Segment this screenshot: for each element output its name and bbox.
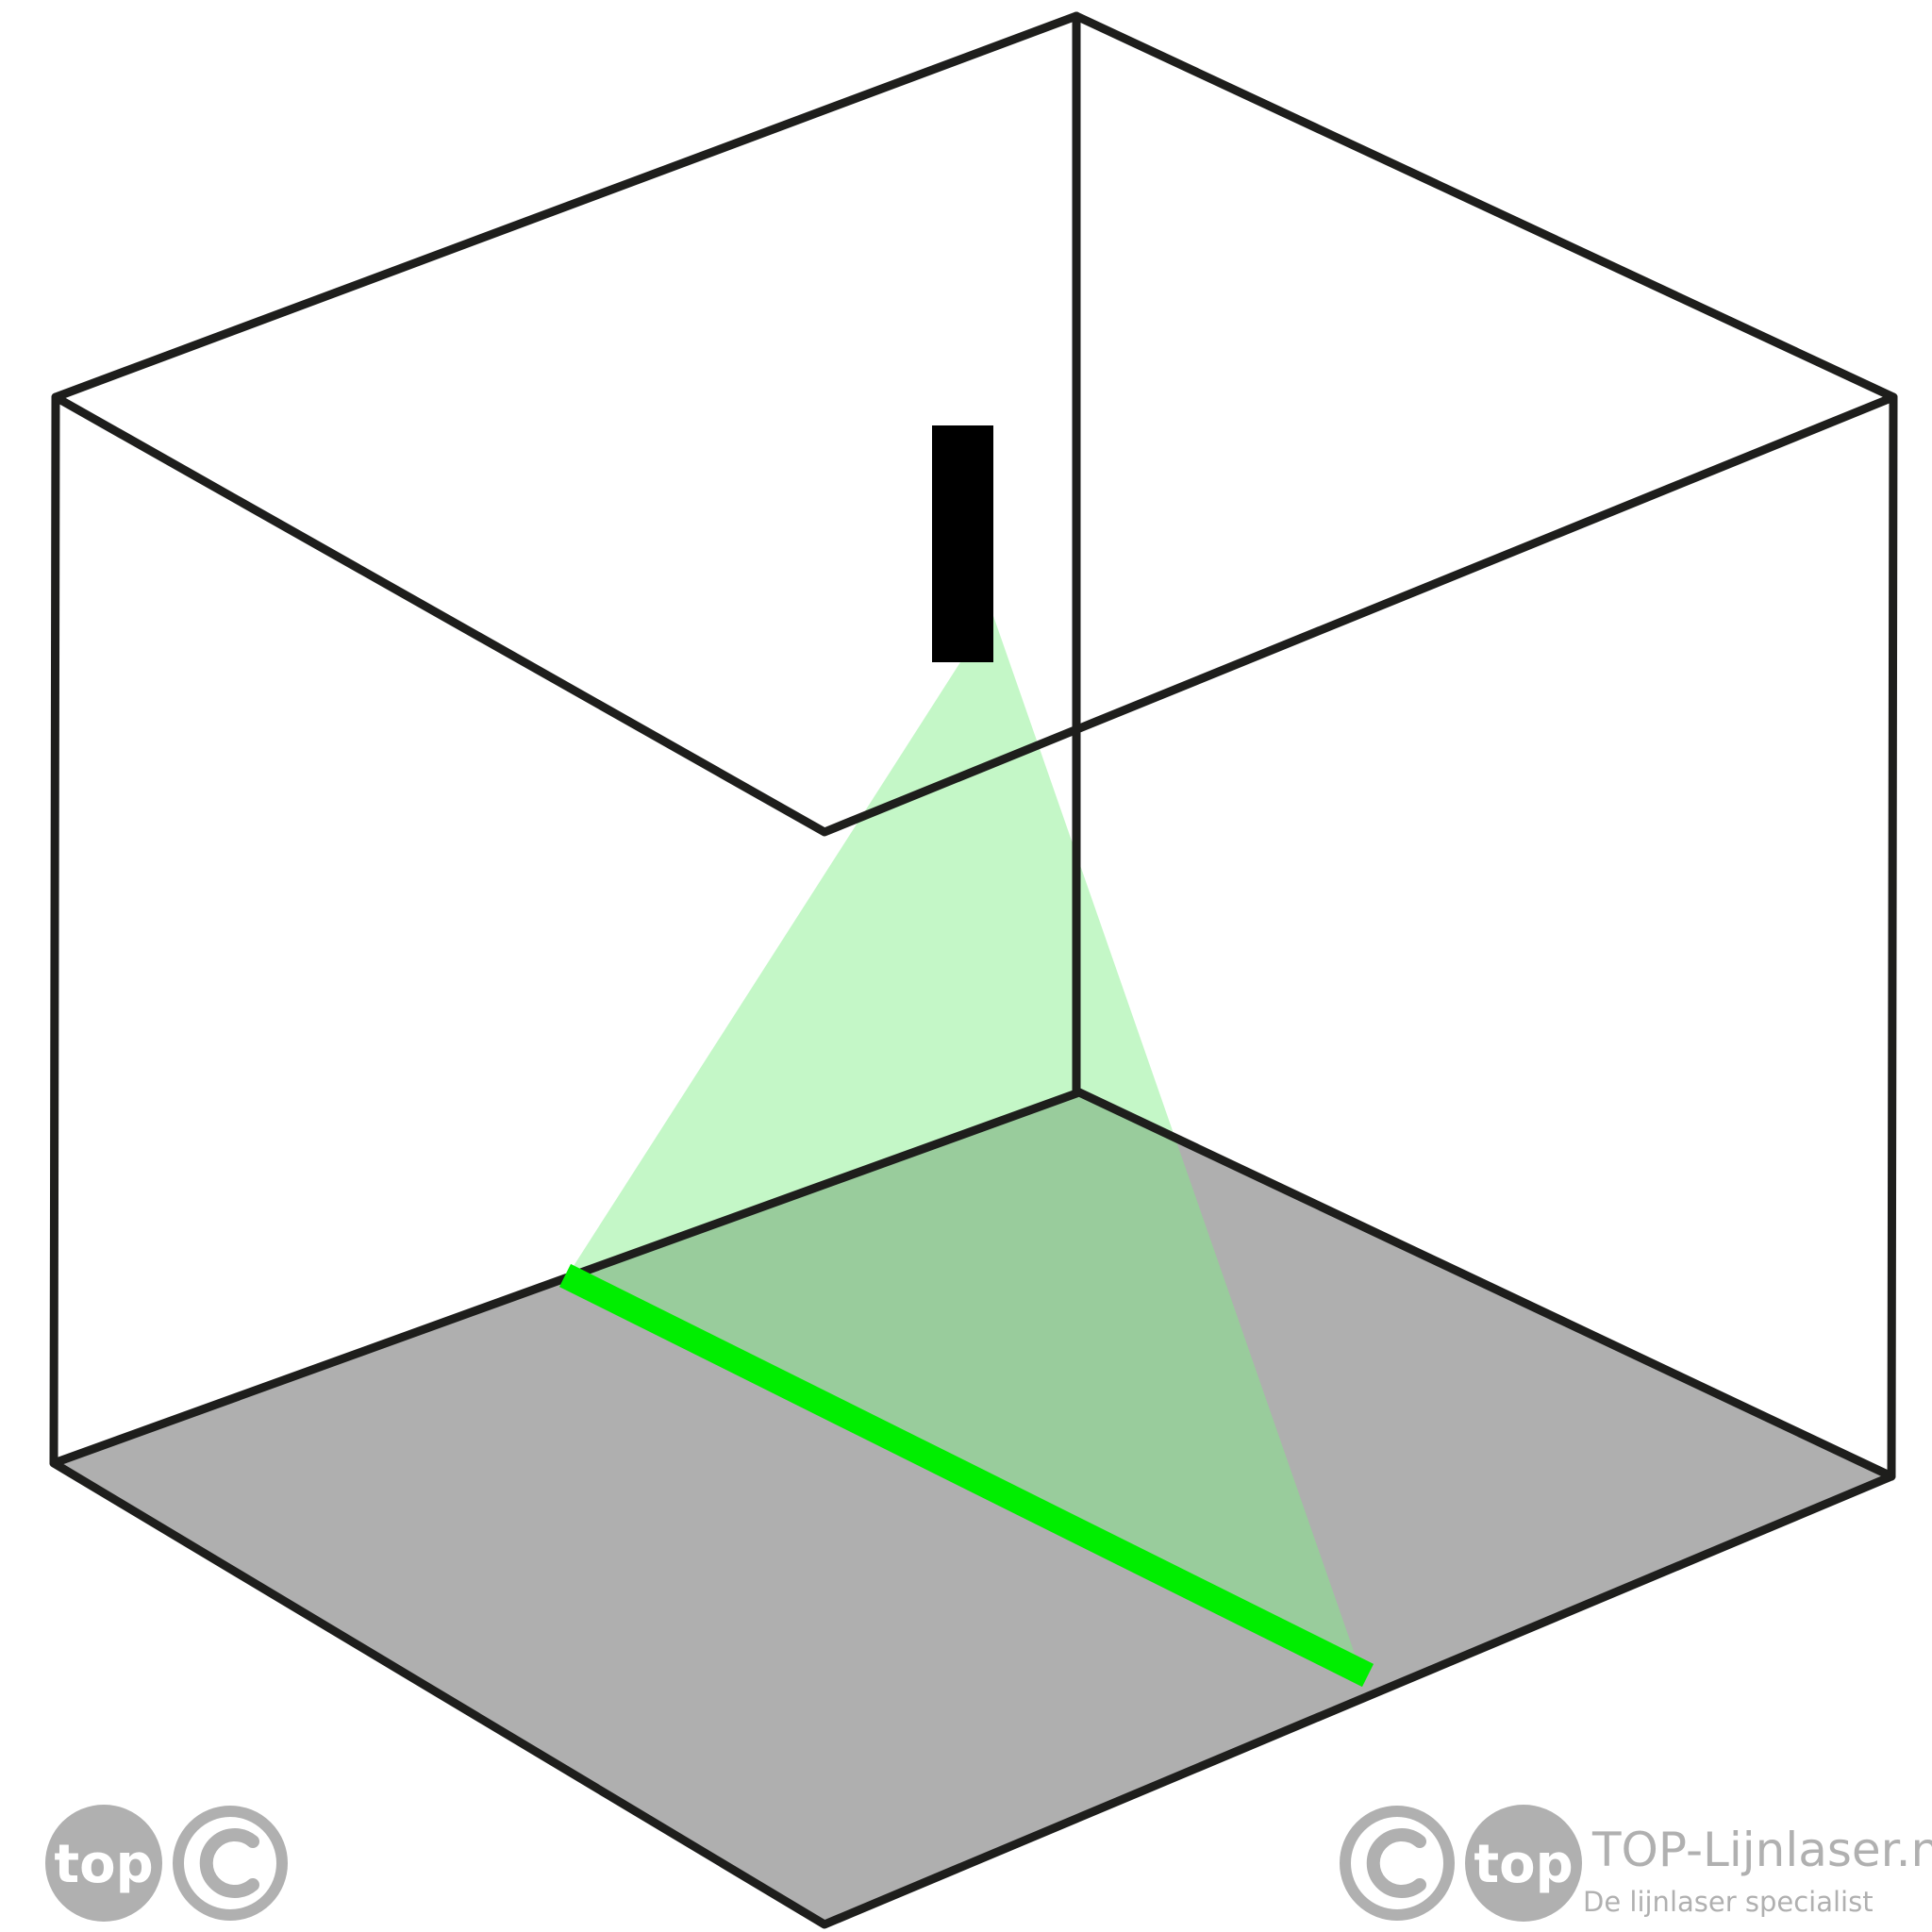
top-logo-circle [45, 1805, 162, 1922]
top-logo-text: top [54, 1834, 153, 1895]
top-logo-circle [1465, 1805, 1582, 1922]
brand-tagline: De lijnlaser specialist [1583, 1886, 1874, 1918]
copyright-icon [1340, 1806, 1455, 1921]
room-wireframe [49, 11, 1898, 1929]
top-logo-text: top [1474, 1834, 1573, 1895]
brand-name: TOP-Lijnlaser.nl [1591, 1823, 1932, 1877]
copyright-icon [173, 1806, 288, 1921]
watermark-right: top TOP-Lijnlaser.nl De lijnlaser specia… [1340, 1805, 1932, 1922]
laser-line [558, 1263, 1374, 1688]
right-vertical-edge [1887, 392, 1898, 1481]
watermark-left: top [45, 1805, 288, 1922]
laser-fan [565, 613, 1362, 1675]
line-laser-device [932, 425, 993, 662]
left-vertical-edge [49, 392, 60, 1468]
floor-outline [49, 1088, 1896, 1929]
